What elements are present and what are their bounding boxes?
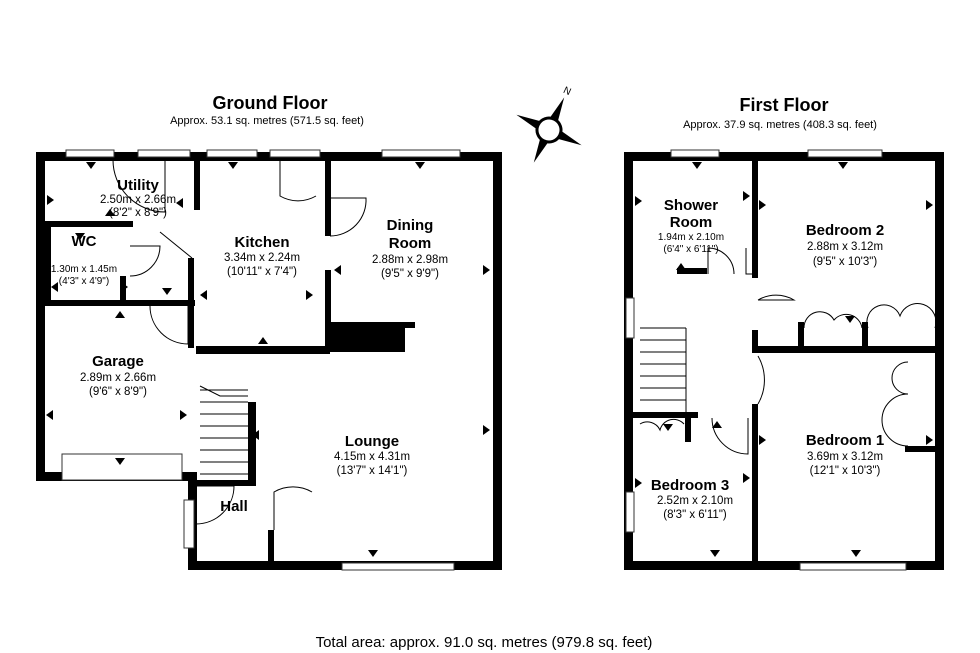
room-bedroom1: Bedroom 1 3.69m x 3.12m (12'1" x 10'3"): [806, 432, 884, 477]
room-bedroom1-name: Bedroom 1: [806, 432, 884, 449]
room-hall-name: Hall: [220, 498, 248, 515]
room-bedroom3-name: Bedroom 3: [651, 477, 729, 494]
room-kitchen-metric: 3.34m x 2.24m: [224, 252, 300, 264]
room-shower-name-2: Room: [670, 214, 713, 231]
first-floor-stairs: [640, 327, 687, 412]
room-utility: Utility 2.50m x 2.66m (8'2" x 8'9"): [100, 177, 176, 219]
room-kitchen-name: Kitchen: [234, 234, 289, 251]
first-floor-dimension-arrows: [635, 162, 933, 557]
room-wc-name: WC: [72, 233, 97, 250]
room-lounge-name: Lounge: [345, 433, 399, 450]
room-lounge: Lounge 4.15m x 4.31m (13'7" x 14'1"): [334, 433, 410, 477]
first-floor-windows: [625, 149, 907, 571]
room-utility-metric: 2.50m x 2.66m: [100, 194, 176, 206]
room-shower: Shower Room 1.94m x 2.10m (6'4" x 6'11"): [658, 197, 724, 255]
room-lounge-imperial: (13'7" x 14'1"): [337, 465, 408, 477]
room-kitchen-imperial: (10'11" x 7'4"): [227, 266, 297, 278]
room-bedroom3-imperial: (8'3" x 6'11"): [663, 509, 727, 521]
room-wc: WC 1.30m x 1.45m (4'3" x 4'9"): [51, 233, 117, 287]
room-bedroom2-name: Bedroom 2: [806, 222, 884, 239]
room-dining-metric: 2.88m x 2.98m: [372, 254, 448, 266]
room-garage-name: Garage: [92, 353, 144, 370]
room-wc-metric: 1.30m x 1.45m: [51, 264, 117, 275]
room-bedroom1-metric: 3.69m x 3.12m: [807, 451, 883, 463]
room-bedroom2-metric: 2.88m x 3.12m: [807, 241, 883, 253]
room-garage: Garage 2.89m x 2.66m (9'6" x 8'9"): [80, 353, 156, 398]
room-dining-imperial: (9'5" x 9'9"): [381, 268, 439, 280]
room-bedroom2-imperial: (9'5" x 10'3"): [813, 256, 878, 268]
ground-floor-windows: [61, 149, 461, 571]
ground-floor-area: Approx. 53.1 sq. metres (571.5 sq. feet): [170, 115, 364, 127]
room-utility-name: Utility: [117, 177, 159, 194]
compass-icon: N: [516, 85, 582, 163]
room-hall: Hall: [220, 498, 248, 515]
room-utility-imperial: (8'2" x 8'9"): [109, 207, 167, 219]
first-floor-area: Approx. 37.9 sq. metres (408.3 sq. feet): [683, 119, 877, 131]
room-wc-imperial: (4'3" x 4'9"): [59, 276, 109, 287]
first-floor-walls: [624, 152, 944, 570]
room-garage-imperial: (9'6" x 8'9"): [89, 386, 147, 398]
room-bedroom2: Bedroom 2 2.88m x 3.12m (9'5" x 10'3"): [806, 222, 884, 268]
room-dining: Dining Room 2.88m x 2.98m (9'5" x 9'9"): [372, 217, 448, 280]
room-bedroom1-imperial: (12'1" x 10'3"): [810, 465, 881, 477]
room-lounge-metric: 4.15m x 4.31m: [334, 451, 410, 463]
room-dining-name-1: Dining: [387, 217, 434, 234]
room-shower-metric: 1.94m x 2.10m: [658, 232, 724, 243]
room-shower-imperial: (6'4" x 6'11"): [663, 244, 718, 255]
room-bedroom3-metric: 2.52m x 2.10m: [657, 495, 733, 507]
ground-floor-dimension-arrows: [46, 162, 490, 557]
ground-floor-stairs: [199, 385, 248, 475]
first-floor-doors: [639, 247, 937, 455]
room-kitchen: Kitchen 3.34m x 2.24m (10'11" x 7'4"): [224, 234, 300, 278]
ground-floor-plan: Ground Floor Approx. 53.1 sq. metres (57…: [36, 93, 502, 571]
first-floor-plan: First Floor Approx. 37.9 sq. metres (408…: [624, 95, 944, 571]
compass-north-label: N: [561, 85, 572, 98]
ground-floor-doors: [112, 149, 367, 530]
room-garage-metric: 2.89m x 2.66m: [80, 372, 156, 384]
room-bedroom3: Bedroom 3 2.52m x 2.10m (8'3" x 6'11"): [651, 477, 733, 521]
ground-floor-title: Ground Floor: [213, 93, 328, 113]
room-dining-name-2: Room: [389, 235, 432, 252]
first-floor-title: First Floor: [740, 95, 829, 115]
total-area: Total area: approx. 91.0 sq. metres (979…: [316, 634, 653, 651]
room-shower-name-1: Shower: [664, 197, 718, 214]
